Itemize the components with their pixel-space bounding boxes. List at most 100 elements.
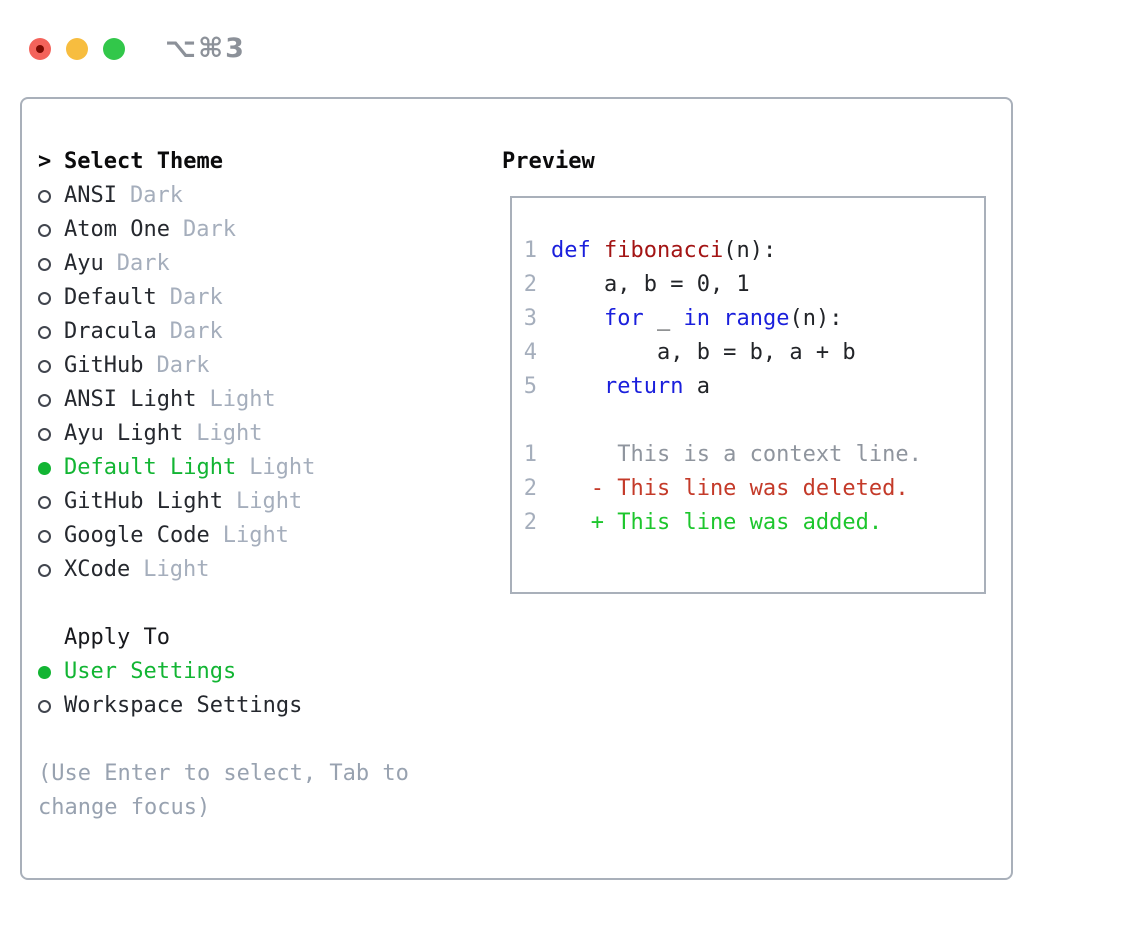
spacer	[38, 587, 488, 621]
keyword-token: return	[603, 374, 684, 399]
line-number: 1	[523, 238, 537, 263]
close-button[interactable]	[29, 37, 51, 60]
minimize-button[interactable]	[66, 37, 88, 60]
radio-icon	[38, 359, 51, 373]
diff-line: 2 - This line was deleted.	[523, 472, 974, 506]
radio-icon	[38, 427, 51, 441]
keyword-token: in	[683, 306, 710, 331]
diff-deleted-text: - This line was deleted.	[551, 476, 909, 501]
radio-icon	[38, 495, 51, 509]
radio-marker	[38, 393, 64, 407]
window-controls	[29, 37, 125, 60]
theme-variant-label: Light	[196, 421, 263, 446]
diff-line: 1 This is a context line.	[523, 438, 974, 472]
titlebar: ⌥⌘3	[0, 0, 1140, 97]
line-number: 2	[523, 272, 537, 297]
theme-option-label: Google Code	[64, 523, 210, 548]
theme-variant-label: Light	[143, 557, 210, 582]
radio-icon	[38, 257, 51, 271]
theme-option-label: Default	[64, 285, 157, 310]
theme-variant-label: Light	[249, 455, 316, 480]
code-text: a, b = b, a + b	[551, 336, 856, 370]
theme-option-label: ANSI	[64, 183, 117, 208]
radio-marker	[38, 189, 64, 203]
theme-option[interactable]: Google Code Light	[38, 519, 488, 553]
radio-marker	[38, 257, 64, 271]
theme-option-label: GitHub	[64, 353, 144, 378]
unsaved-dot-icon	[36, 44, 44, 53]
zoom-button[interactable]	[103, 37, 125, 60]
window-title: ⌥⌘3	[165, 32, 246, 64]
theme-variant-label: Dark	[169, 285, 223, 310]
line-number: 3	[523, 306, 537, 331]
theme-variant-label: Dark	[156, 353, 210, 378]
selected-radio-icon	[38, 461, 51, 475]
radio-marker	[38, 325, 64, 339]
apply-to-option[interactable]: Workspace Settings	[38, 689, 488, 723]
radio-marker	[38, 563, 64, 577]
radio-icon	[38, 189, 51, 203]
radio-marker	[38, 529, 64, 543]
radio-marker	[38, 461, 64, 475]
theme-option[interactable]: Atom One Dark	[38, 213, 488, 247]
code-text: for _ in range(n):	[551, 302, 842, 336]
theme-option-label: XCode	[64, 557, 131, 582]
theme-option[interactable]: XCode Light	[38, 553, 488, 587]
code-text: return a	[551, 370, 710, 404]
radio-marker	[38, 291, 64, 305]
radio-marker	[38, 427, 64, 441]
theme-variant-label: Light	[209, 387, 276, 412]
diff-line: 2 + This line was added.	[523, 506, 974, 540]
code-line: 4 a, b = b, a + b	[523, 336, 974, 370]
radio-icon	[38, 393, 51, 407]
selected-radio-icon	[38, 665, 51, 679]
plain-token: a, b = 0, 1	[551, 272, 750, 297]
theme-variant-label: Dark	[182, 217, 236, 242]
theme-option[interactable]: Default Dark	[38, 281, 488, 315]
code-line: 1 def fibonacci(n):	[523, 234, 974, 268]
radio-icon	[38, 291, 51, 305]
keyword-token: range	[723, 306, 790, 331]
theme-variant-label: Dark	[129, 183, 183, 208]
code-text: def fibonacci(n):	[551, 234, 776, 268]
code-line: 3 for _ in range(n):	[523, 302, 974, 336]
plain-token: (n):	[723, 238, 777, 263]
plain-token	[710, 306, 723, 331]
theme-option[interactable]: ANSI Dark	[38, 179, 488, 213]
select-theme-title: Select Theme	[64, 149, 223, 174]
radio-marker	[38, 699, 64, 713]
theme-variant-label: Dark	[116, 251, 170, 276]
keyword-token: def	[551, 238, 591, 263]
plain-token: _	[643, 306, 684, 331]
radio-marker	[38, 223, 64, 237]
preview-title: Preview	[502, 149, 595, 174]
code-line: 2 a, b = 0, 1	[523, 268, 974, 302]
code-line: 5 return a	[523, 370, 974, 404]
theme-option-label: Dracula	[64, 319, 157, 344]
theme-option-label: Atom One	[64, 217, 170, 242]
diff-added-text: + This line was added.	[551, 510, 883, 535]
function-token: fibonacci	[604, 238, 724, 263]
code-text: a, b = 0, 1	[551, 268, 750, 302]
theme-variant-label: Light	[222, 523, 289, 548]
radio-marker	[38, 665, 64, 679]
theme-option[interactable]: GitHub Dark	[38, 349, 488, 383]
apply-to-option[interactable]: User Settings	[38, 655, 488, 689]
diff-preview: 1 This is a context line.2 - This line w…	[523, 438, 974, 540]
diff-context-text: This is a context line.	[551, 442, 922, 467]
plain-token	[591, 238, 604, 263]
line-number: 1	[523, 442, 537, 467]
